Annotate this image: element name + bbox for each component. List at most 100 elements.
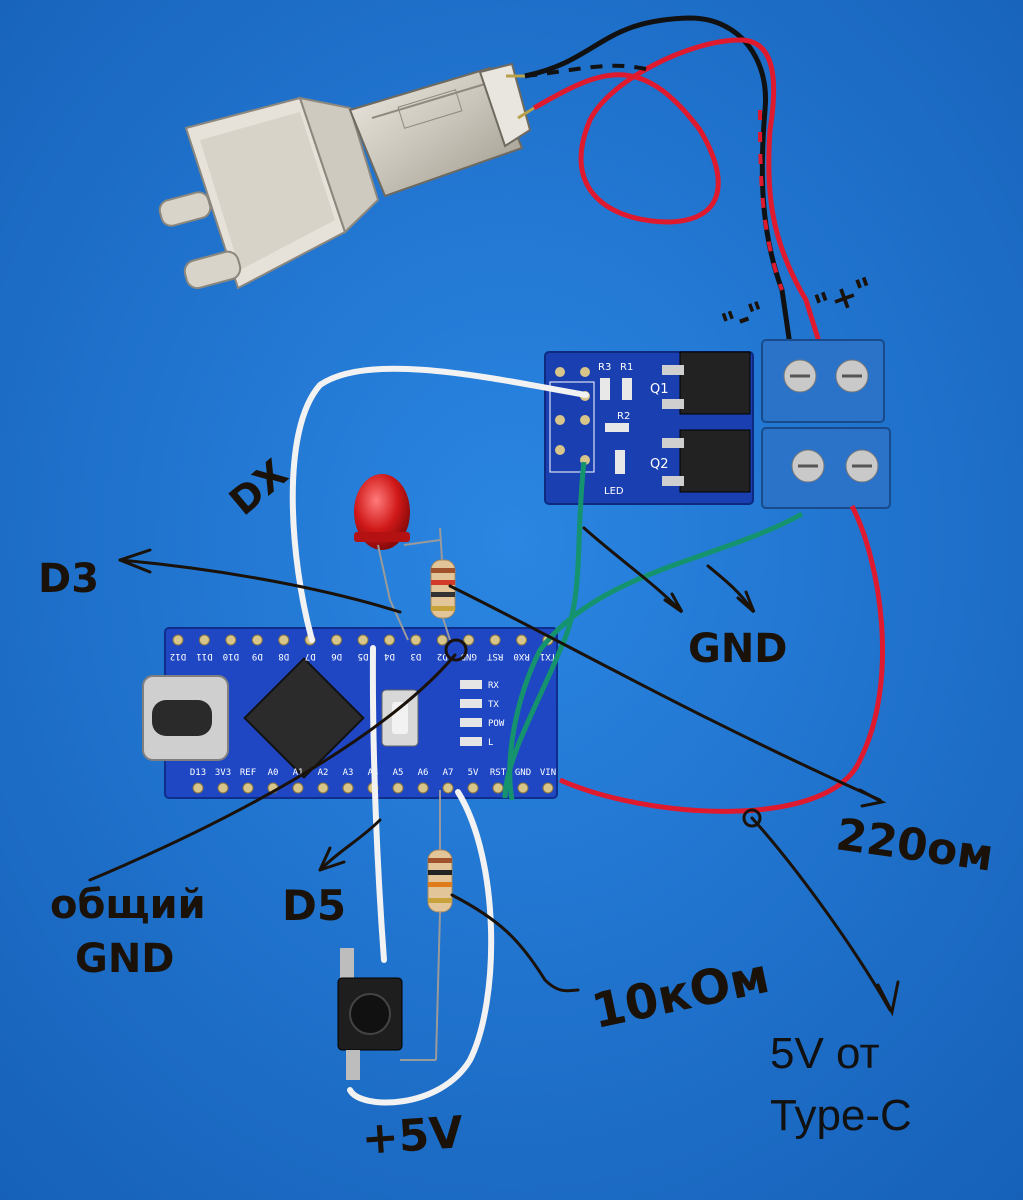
mosfet-q2: Q2 bbox=[650, 429, 751, 493]
pin-label-gnd: GND bbox=[515, 768, 531, 778]
pin-hole bbox=[251, 634, 263, 646]
push-button bbox=[337, 948, 403, 1080]
led-tx-label: TX bbox=[488, 700, 499, 710]
pin-hole bbox=[317, 782, 329, 794]
motor-wires bbox=[524, 15, 823, 346]
pin-hole bbox=[463, 634, 475, 646]
pin-hole bbox=[517, 782, 529, 794]
pin-label-d8: D8 bbox=[278, 651, 289, 661]
pin-label-d5: D5 bbox=[358, 651, 369, 661]
led-rx-label: RX bbox=[488, 681, 499, 691]
pin-label-d2: D2 bbox=[437, 651, 448, 661]
pin-label-a1: A1 bbox=[293, 768, 304, 778]
pin-hole bbox=[417, 782, 429, 794]
resistor-10k-component bbox=[400, 790, 453, 1061]
pump-motor bbox=[158, 62, 535, 290]
pin-hole bbox=[292, 782, 304, 794]
pump-nozzle-top bbox=[158, 191, 212, 227]
pin-hole bbox=[492, 782, 504, 794]
pin-hole bbox=[542, 782, 554, 794]
pin-hole bbox=[357, 634, 369, 646]
pin-hole bbox=[192, 782, 204, 794]
pin-label-gnd: GND bbox=[461, 651, 477, 661]
pin-label-ref: REF bbox=[240, 768, 256, 778]
q2-label: Q2 bbox=[650, 457, 669, 472]
pin-label-5v: 5V bbox=[468, 768, 479, 778]
pin-label-d11: D11 bbox=[196, 651, 212, 661]
screw-terminal-top bbox=[761, 339, 885, 423]
d3-label: D3 bbox=[38, 556, 99, 602]
d5-wire-white bbox=[369, 645, 387, 963]
led-l-label: L bbox=[488, 738, 493, 748]
gnd-label: GND bbox=[688, 626, 788, 672]
plus5v-label: +5V bbox=[360, 1107, 465, 1165]
usb-c-port bbox=[142, 675, 229, 761]
pin-hole bbox=[217, 782, 229, 794]
signal-wire-white bbox=[289, 365, 589, 643]
pin-hole bbox=[442, 782, 454, 794]
mcu-chip bbox=[243, 657, 365, 779]
pin-hole bbox=[392, 782, 404, 794]
annotation-arrows bbox=[88, 526, 900, 1017]
pin-label-3v3: 3V3 bbox=[215, 768, 231, 778]
mosfet-module: Q1 Q2 R3 R1 R2 LED bbox=[544, 339, 891, 509]
pin-hole bbox=[436, 634, 448, 646]
pin-label-d4: D4 bbox=[384, 651, 395, 661]
gnd-wire-green-2 bbox=[507, 511, 804, 801]
usb-power-line1: 5V от bbox=[770, 1029, 880, 1078]
pin-label-a2: A2 bbox=[318, 768, 329, 778]
pin-hole bbox=[489, 634, 501, 646]
pin-hole bbox=[467, 782, 479, 794]
pin-label-rst: RST bbox=[486, 651, 503, 661]
pin-hole bbox=[198, 634, 210, 646]
q1-label: Q1 bbox=[650, 382, 669, 397]
pin-label-d7: D7 bbox=[305, 651, 316, 661]
pin-label-rx0: RX0 bbox=[513, 651, 529, 661]
pin-hole bbox=[516, 634, 528, 646]
pin-label-vin: VIN bbox=[540, 768, 556, 778]
pin-hole bbox=[242, 782, 254, 794]
common-gnd-line1: общий bbox=[50, 882, 206, 928]
pin-label-d10: D10 bbox=[223, 651, 239, 661]
pin-label-a0: A0 bbox=[268, 768, 279, 778]
pin-label-a5: A5 bbox=[393, 768, 404, 778]
screw-terminal-bottom bbox=[761, 427, 891, 509]
pin-hole bbox=[383, 634, 395, 646]
top-pin-row: TX1 RX0 RST GND D2 D3 D4 D5 D6 D7 D8 D9 D10 D11 D12 bbox=[170, 634, 556, 661]
pin-label-rst: RST bbox=[490, 768, 507, 778]
vin-wire-red bbox=[558, 504, 886, 814]
pin-label-d13: D13 bbox=[190, 768, 206, 778]
pin-hole bbox=[278, 634, 290, 646]
r2-label: R2 bbox=[617, 411, 630, 422]
plus5v-wire-white bbox=[347, 789, 495, 1106]
usb-power-line2: Type-C bbox=[770, 1091, 912, 1140]
led-label: LED bbox=[604, 486, 624, 497]
pin-hole bbox=[225, 634, 237, 646]
pin-label-d12: D12 bbox=[170, 651, 186, 661]
r1-label: R1 bbox=[620, 362, 633, 373]
pin-label-tx1: TX1 bbox=[540, 651, 556, 661]
d5-label: D5 bbox=[282, 881, 346, 930]
pin-label-d9: D9 bbox=[252, 651, 263, 661]
mosfet-q1: Q1 bbox=[650, 351, 751, 415]
r3-label: R3 bbox=[598, 362, 611, 373]
pin-label-d6: D6 bbox=[331, 651, 342, 661]
onboard-leds: RX TX POW L bbox=[460, 680, 505, 748]
red-led bbox=[354, 474, 441, 641]
pump-nozzle-bottom bbox=[183, 250, 242, 290]
gnd-wire-green-1 bbox=[502, 461, 587, 799]
pin-hole bbox=[172, 634, 184, 646]
pin-hole bbox=[342, 782, 354, 794]
arduino-nano: RX TX POW L TX1RX0RSTGNDD2D3D4D5D6D7D8D9… bbox=[142, 627, 558, 799]
pin-label-a6: A6 bbox=[418, 768, 429, 778]
common-gnd-line2: GND bbox=[75, 936, 175, 982]
led-pow-label: POW bbox=[488, 719, 505, 729]
resistor-220-component bbox=[430, 527, 456, 641]
pin-label-a3: A3 bbox=[343, 768, 354, 778]
pin-label-a7: A7 bbox=[443, 768, 454, 778]
pin-hole bbox=[331, 634, 343, 646]
pin-hole bbox=[410, 634, 422, 646]
pin-label-d3: D3 bbox=[410, 651, 421, 661]
